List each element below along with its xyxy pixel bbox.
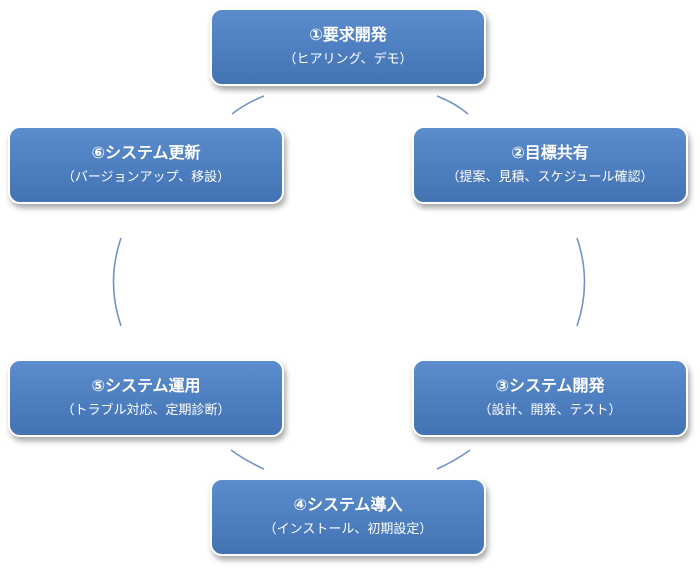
connector-1-2 — [436, 95, 469, 115]
step-subtitle: （インストール、初期設定） — [263, 522, 433, 537]
step-title: ①要求開発 — [309, 25, 387, 44]
step-box-requirements: ①要求開発 （ヒアリング、デモ） — [210, 8, 486, 86]
step-subtitle: （提案、見積、スケジュール確認） — [446, 170, 654, 185]
step-box-deployment: ④システム導入 （インストール、初期設定） — [210, 478, 486, 556]
step-box-goal-sharing: ②目標共有 （提案、見積、スケジュール確認） — [412, 126, 688, 204]
connector-2-3 — [576, 237, 586, 327]
step-box-development: ③システム開発 （設計、開発、テスト） — [412, 359, 688, 437]
step-title: ⑥システム更新 — [91, 143, 201, 162]
connector-3-4 — [436, 449, 471, 470]
step-box-operation: ⑤システム運用 （トラブル対応、定期診断） — [8, 359, 284, 437]
step-subtitle: （ヒアリング、デモ） — [283, 52, 413, 67]
step-subtitle: （設計、開発、テスト） — [478, 403, 622, 418]
step-title: ②目標共有 — [511, 143, 589, 162]
step-title: ③システム開発 — [495, 376, 605, 395]
connector-6-1 — [231, 95, 265, 115]
step-title: ⑤システム運用 — [91, 376, 201, 395]
step-title: ④システム導入 — [293, 495, 403, 514]
step-subtitle: （バージョンアップ、移設） — [61, 170, 231, 185]
step-subtitle: （トラブル対応、定期診断） — [61, 403, 231, 418]
step-box-update: ⑥システム更新 （バージョンアップ、移設） — [8, 126, 284, 204]
connector-4-5 — [230, 449, 265, 470]
connector-5-6 — [112, 237, 122, 327]
